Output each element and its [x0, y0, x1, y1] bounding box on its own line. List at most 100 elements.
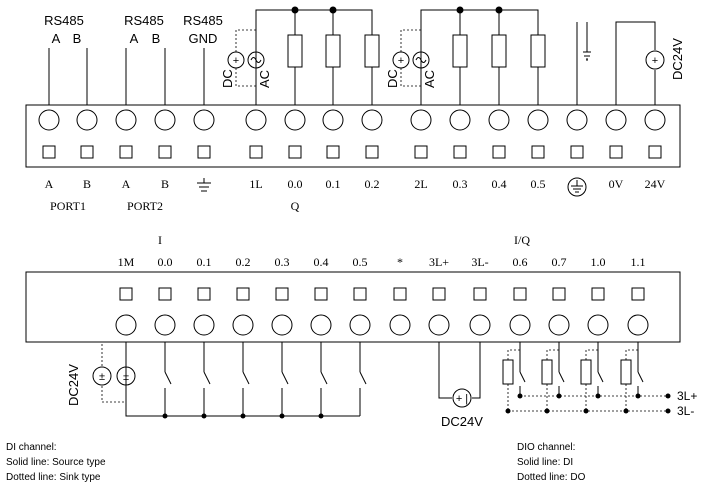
- output-load-04: [491, 34, 507, 105]
- terminal-label: A: [122, 177, 131, 191]
- junction-dot: [456, 6, 464, 14]
- terminal-indicator: [648, 145, 662, 159]
- terminal-label: 24V: [645, 177, 666, 191]
- junction-dot: [201, 413, 207, 419]
- junction-dot: [240, 413, 246, 419]
- terminal-indicator: [552, 287, 566, 301]
- dio-channel: [580, 342, 604, 414]
- rs485-gnd-pin: GND: [189, 31, 218, 46]
- terminal-indicator: [591, 287, 605, 301]
- dc24v-label-left: DC24V: [66, 364, 81, 406]
- terminal-indicator: [609, 145, 623, 159]
- di-note-solid: Solid line: Source type: [6, 457, 106, 468]
- dio-load: [502, 359, 514, 385]
- junction-dot: [318, 413, 324, 419]
- dio-supply-source: + |: [452, 388, 472, 408]
- dc24v-label-top: DC24V: [670, 38, 685, 80]
- input-supply-source-1: ±: [92, 366, 112, 386]
- input-group-label: I: [158, 233, 162, 247]
- dio-supply-wire: [438, 342, 481, 399]
- bus-3l-plus-terminal: [665, 393, 671, 399]
- junction-dot: [544, 408, 550, 414]
- svg-text:±: ±: [99, 371, 105, 383]
- terminal-screw: [389, 314, 411, 336]
- terminal-screw: [548, 314, 570, 336]
- terminal-indicator: [119, 287, 133, 301]
- dc24v-source-symbol: +: [645, 50, 665, 70]
- terminal-indicator: [249, 145, 263, 159]
- terminal-screw: [38, 109, 60, 131]
- terminal-screw: [349, 314, 371, 336]
- terminal-indicator: [393, 287, 407, 301]
- terminal-indicator: [492, 145, 506, 159]
- terminal-indicator: [453, 145, 467, 159]
- terminal-screw: [469, 314, 491, 336]
- terminal-screw: [509, 314, 531, 336]
- dio-note-dotted: Dotted line: DO: [517, 472, 586, 483]
- terminal-label: 0.3: [275, 255, 290, 269]
- dio-note-title: DIO channel:: [517, 442, 576, 453]
- terminal-label: 0.4: [492, 177, 507, 191]
- terminal-screw: [115, 109, 137, 131]
- terminal-screw: [245, 109, 267, 131]
- terminal-label: 1.1: [631, 255, 646, 269]
- svg-text:+: +: [398, 55, 404, 67]
- terminal-indicator: [275, 287, 289, 301]
- terminal-indicator: [531, 145, 545, 159]
- terminal-label: 0.2: [365, 177, 380, 191]
- ac-label-group2: AC: [422, 70, 437, 88]
- output-load-00: [287, 34, 303, 105]
- di-note-dotted: Dotted line: Sink type: [6, 472, 101, 483]
- input-switch: [201, 342, 211, 419]
- bottom-terminal-row: [115, 287, 649, 336]
- output-group2-common-wire: [420, 9, 539, 105]
- terminal-screw: [193, 109, 215, 131]
- input-switch: [240, 342, 250, 419]
- dc24v-supply-wire: [615, 21, 656, 105]
- terminal-indicator: [570, 145, 584, 159]
- terminal-screw: [115, 314, 137, 336]
- terminal-indicator: [432, 287, 446, 301]
- input-switch: [359, 342, 367, 416]
- terminal-label: 0.1: [197, 255, 212, 269]
- input-switch: [279, 342, 289, 419]
- junction-dot: [329, 6, 337, 14]
- terminal-screw: [154, 314, 176, 336]
- terminal-indicator: [314, 287, 328, 301]
- terminal-label: 0.4: [314, 255, 329, 269]
- output-load-05: [530, 34, 546, 105]
- dc-supply-dotted-loop-1: [235, 29, 256, 87]
- terminal-label: 1L: [249, 177, 262, 191]
- terminal-screw: [587, 314, 609, 336]
- rs485-port2-label: RS485: [124, 13, 164, 28]
- ground-icon: [567, 177, 587, 197]
- terminal-label: *: [397, 255, 403, 269]
- dio-note-solid: Solid line: DI: [517, 457, 574, 468]
- junction-dot: [162, 413, 168, 419]
- terminal-label: 0.2: [236, 255, 251, 269]
- terminal-indicator: [631, 287, 645, 301]
- output-load-01: [325, 34, 341, 105]
- output-group-label: Q: [291, 199, 300, 213]
- terminal-label: B: [83, 177, 91, 191]
- rs485-gnd-label: RS485: [183, 13, 223, 28]
- junction-dot: [279, 413, 285, 419]
- dc-source-symbol: +: [392, 51, 410, 69]
- junction-dot: [556, 393, 562, 399]
- terminal-label: 0V: [609, 177, 624, 191]
- terminal-indicator: [414, 145, 428, 159]
- dio-group-label: I/Q: [514, 233, 530, 247]
- terminal-indicator: [197, 145, 211, 159]
- terminal-label: 0.3: [453, 177, 468, 191]
- terminal-indicator: [158, 287, 172, 301]
- terminal-label: 0.5: [531, 177, 546, 191]
- terminal-indicator: [365, 145, 379, 159]
- ground-wire-top: [576, 22, 591, 105]
- dio-load: [620, 359, 632, 385]
- terminal-screw: [232, 314, 254, 336]
- terminal-label: 0.5: [353, 255, 368, 269]
- junction-dot: [291, 6, 299, 14]
- svg-text:+: +: [233, 55, 239, 67]
